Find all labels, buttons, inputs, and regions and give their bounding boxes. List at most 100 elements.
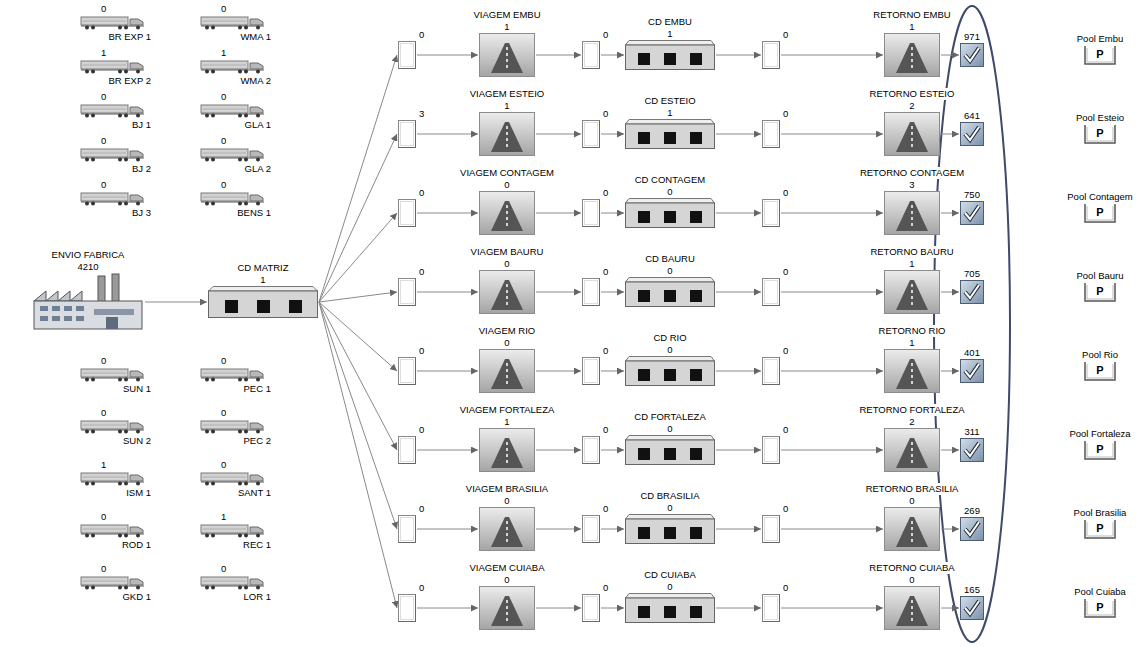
factory-symbol (34, 274, 142, 329)
pool-symbol (1085, 46, 1115, 64)
count-value: 3 (418, 108, 425, 120)
pool-title: Pool Esteio (1075, 112, 1125, 124)
count-value: 705 (963, 268, 981, 280)
count-value: 0 (418, 582, 425, 594)
node-text-group: 0 (762, 266, 789, 278)
node-title: RETORNO EMBU (872, 9, 951, 21)
dispose-node: 971 (960, 31, 984, 67)
pool-node: Pool EsteioP (1075, 112, 1125, 144)
queue-node: 0 (398, 424, 425, 464)
road-symbol (480, 508, 535, 551)
queue-icon (582, 120, 600, 148)
count-value: 0 (782, 582, 789, 594)
queue-shape (762, 515, 780, 543)
pool-symbol (1085, 204, 1115, 222)
truck-count: 0 (220, 563, 227, 575)
pool-symbol (1085, 362, 1115, 380)
road-icon (479, 507, 535, 551)
count-value: 1 (908, 337, 915, 349)
flow-arrow (417, 292, 478, 293)
delay-node: VIAGEM BRASILIA0 (465, 483, 549, 551)
queue-icon (582, 594, 600, 622)
check-symbol (961, 597, 984, 620)
count-value: 269 (963, 505, 981, 517)
queue-icon (762, 278, 780, 306)
truck-count: 1 (220, 47, 227, 59)
node-text-group: VIAGEM EMBU1 (472, 9, 541, 33)
node-text-group: CD CUIABA0 (643, 569, 697, 593)
road-symbol (480, 34, 535, 77)
pool-title: Pool Embu (1076, 33, 1124, 45)
truck-count: 0 (100, 407, 107, 419)
truck-icon (81, 17, 144, 30)
node-text-group: 750 (963, 189, 981, 201)
node-text-group: 0 (582, 503, 609, 515)
truck-count: 0 (220, 91, 227, 103)
queue-shape (398, 278, 416, 306)
flow-arrow (417, 134, 478, 135)
road-icon (884, 428, 940, 472)
count-value: 750 (963, 189, 981, 201)
pool-title: Pool Contagem (1066, 191, 1133, 203)
flow-arrow (601, 292, 624, 293)
pool-letter: P (1095, 443, 1104, 455)
check-icon (960, 596, 984, 620)
count-value: 0 (418, 424, 425, 436)
queue-symbol (399, 358, 416, 385)
flow-arrow (536, 450, 581, 451)
queue-shape (398, 594, 416, 622)
node-title: VIAGEM RIO (478, 325, 536, 337)
node-text-group: 0 (582, 582, 609, 594)
truck-icon (81, 105, 144, 118)
node-text-group: 0 (762, 424, 789, 436)
pool-icon: P (1084, 282, 1116, 302)
queue-icon (398, 120, 416, 148)
queue-symbol (583, 358, 600, 385)
flow-arrow (781, 213, 883, 214)
node-title: RETORNO CUIABA (868, 562, 955, 574)
depot-symbol (626, 594, 715, 623)
flow-arrow (941, 134, 959, 135)
road-symbol (480, 587, 535, 630)
node-text-group: 0 (398, 266, 425, 278)
queue-symbol (399, 121, 416, 148)
flow-arrow (716, 55, 761, 56)
count-value: 641 (963, 110, 981, 122)
queue-icon (582, 278, 600, 306)
dispose-node: 750 (960, 189, 984, 225)
queue-node: 0 (582, 108, 609, 148)
road-icon (479, 191, 535, 235)
count-value: 0 (503, 179, 510, 191)
depot-shape (625, 593, 715, 623)
queue-shape (398, 41, 416, 69)
depot-node: CD BAURU0 (625, 253, 715, 307)
queue-shape (582, 120, 600, 148)
flow-arrow (716, 292, 761, 293)
truck-name: SUN 1 (122, 383, 152, 395)
road-icon (884, 270, 940, 314)
queue-symbol (399, 516, 416, 543)
delay-node: VIAGEM BAURU0 (470, 246, 545, 314)
depot-node: CD FORTALEZA0 (625, 411, 715, 465)
depot-icon (625, 435, 715, 465)
pool-icon: P (1084, 203, 1116, 223)
node-title: VIAGEM BRASILIA (465, 483, 549, 495)
road-shape (479, 112, 535, 156)
node-text-group: RETORNO EMBU1 (872, 9, 951, 33)
flow-arrow (601, 371, 624, 372)
road-icon (479, 586, 535, 630)
queue-icon (398, 357, 416, 385)
node-text-group: 0 (762, 108, 789, 120)
delay-node: RETORNO BAURU1 (869, 246, 954, 314)
delay-node: VIAGEM ESTEIO1 (469, 88, 545, 156)
truck-count: 0 (220, 407, 227, 419)
pool-node: Pool BrasiliaP (1073, 507, 1128, 539)
check-shape (960, 359, 984, 383)
node-text-group: VIAGEM RIO0 (478, 325, 536, 349)
node-title: CD BRASILIA (639, 490, 700, 502)
node-text-group: Pool Embu (1076, 33, 1124, 45)
queue-node: 0 (582, 29, 609, 69)
road-icon (884, 586, 940, 630)
queue-icon (398, 515, 416, 543)
count-value: 0 (418, 29, 425, 41)
